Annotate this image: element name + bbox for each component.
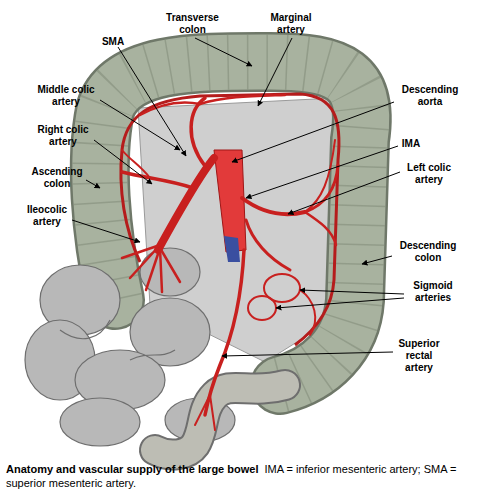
anatomy-label: Ascending colon	[26, 166, 88, 190]
leader-lines	[72, 38, 404, 356]
anatomy-label: Marginal artery	[262, 12, 320, 36]
aorta	[214, 150, 246, 252]
anatomy-label: Descending aorta	[392, 84, 468, 108]
anatomy-label: Transverse colon	[160, 12, 225, 36]
anatomy-label: Right colic artery	[30, 124, 96, 148]
anatomy-label: Middle colic artery	[30, 84, 102, 108]
caption-block: Anatomy and vascular supply of the large…	[6, 462, 480, 490]
anatomy-label: Ileocolic artery	[18, 204, 76, 228]
artery-branches	[122, 95, 338, 430]
vein	[224, 236, 240, 262]
anatomy-label: Descending colon	[390, 240, 466, 264]
figure-caption: Anatomy and vascular supply of the large…	[6, 463, 258, 475]
rectum	[155, 385, 285, 455]
anatomy-label: Sigmoid arteries	[402, 280, 464, 304]
anatomy-label: SMA	[98, 36, 128, 48]
anatomy-label: IMA	[396, 138, 426, 150]
marginal-artery	[121, 94, 339, 345]
anatomy-label: Superior rectal artery	[392, 338, 446, 374]
anatomy-label: Left colic artery	[398, 162, 460, 186]
